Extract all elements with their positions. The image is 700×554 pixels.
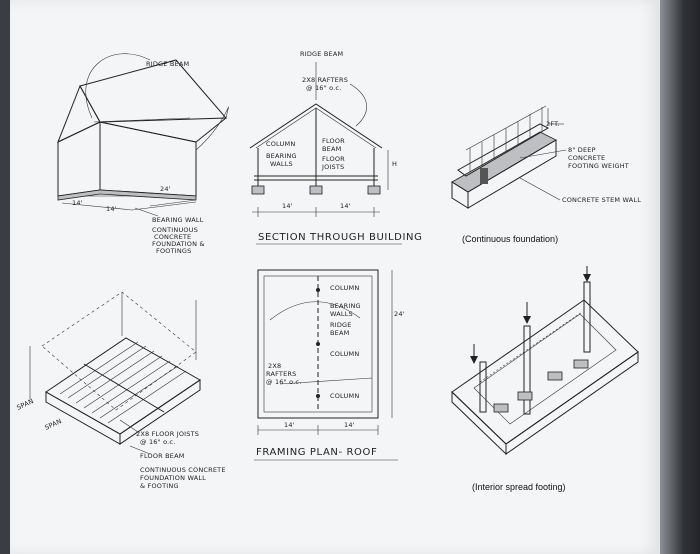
section-floor-joists-label-1: FLOOR xyxy=(322,155,345,163)
section-floor-beam-label-1: FLOOR xyxy=(322,137,345,145)
rebar-detail xyxy=(480,168,488,184)
plan-dim-a: 14' xyxy=(284,421,295,429)
continuous-foundation-drawing: 2FT. 8" DEEP CONCRETE FOOTING WEIGHT CON… xyxy=(451,105,641,244)
section-floor-joists-label-2: JOISTS xyxy=(321,163,344,171)
plan-bearing-walls-label-1: BEARING xyxy=(330,302,361,310)
section-column-label: COLUMN xyxy=(266,140,295,148)
section-rafters-label-2: @ 16" o.c. xyxy=(306,84,341,92)
spread-footing-drawing: (Interior spread footing) xyxy=(451,266,639,492)
section-title: SECTION THROUGH BUILDING xyxy=(258,232,422,243)
spread-caption: (Interior spread footing) xyxy=(472,482,566,492)
floor-framing-drawing: SPAN SPAN 2X8 FLOOR JOISTS @ 16" o.c. FL… xyxy=(15,291,226,490)
floor-foundation-label-1: CONTINUOUS CONCRETE xyxy=(140,466,226,474)
foundation-deep-label-2: CONCRETE xyxy=(568,154,605,162)
house-foundation-label-1: CONTINUOUS xyxy=(152,226,198,234)
house-isometric: RIDGE BEAM 24' 14' 14' BEARING WALL CONT… xyxy=(57,53,229,255)
section-dim-b: 14' xyxy=(340,202,351,210)
house-dim-14a: 14' xyxy=(72,199,83,207)
load-arrows xyxy=(470,266,591,364)
column-posts xyxy=(479,281,591,415)
floor-span-label-b: SPAN xyxy=(43,417,62,432)
house-ridge-beam-label: RIDGE BEAM xyxy=(146,60,189,68)
section-bearing-walls-label-2: WALLS xyxy=(270,160,293,168)
plan-dim-b: 14' xyxy=(344,421,355,429)
floor-joists-label-1: 2X8 FLOOR JOISTS xyxy=(136,430,199,438)
plan-column-label-3: COLUMN xyxy=(330,392,359,400)
floor-foundation-label-2: FOUNDATION WALL xyxy=(140,474,206,482)
plan-ridge-beam-label-2: BEAM xyxy=(330,329,349,337)
house-bearing-wall-label: BEARING WALL xyxy=(152,216,204,224)
foundation-caption: (Continuous foundation) xyxy=(462,234,558,244)
anchor-bolt-row xyxy=(465,105,547,172)
section-ridge-beam-label: RIDGE BEAM xyxy=(300,50,343,58)
foundation-2ft-label: 2FT. xyxy=(546,120,560,128)
section-dim-a: 14' xyxy=(282,202,293,210)
section-floor-beam-label-2: BEAM xyxy=(322,145,341,153)
section-drawing: H 14' 14' RIDGE BEAM 2X8 RAFTERS @ 16" o… xyxy=(249,50,422,245)
foundation-deep-label-3: FOOTING WEIGHT xyxy=(568,162,629,170)
section-rafters-label-1: 2X8 RAFTERS xyxy=(302,76,348,84)
house-dim-14b: 14' xyxy=(106,205,117,213)
house-foundation-label-2: CONCRETE xyxy=(154,233,191,241)
plan-rafters-label-1: 2X8 xyxy=(268,362,281,370)
floor-joists-pattern xyxy=(59,341,187,424)
section-bearing-walls-label-1: BEARING xyxy=(266,152,297,160)
house-dim-24: 24' xyxy=(160,185,171,193)
plan-rafters-label-2: RAFTERS xyxy=(266,370,296,378)
house-foundation-label-4: FOOTINGS xyxy=(156,247,191,255)
floor-span-label-a: SPAN xyxy=(15,397,34,412)
plan-rafters-label-3: @ 16" o.c. xyxy=(266,378,301,386)
foundation-deep-label-1: 8" DEEP xyxy=(568,146,596,154)
plan-title: FRAMING PLAN- ROOF xyxy=(256,447,377,458)
drawing-sheet xyxy=(10,0,660,554)
plan-column-label-1: COLUMN xyxy=(330,284,359,292)
plan-column-label-2: COLUMN xyxy=(330,350,359,358)
floor-beam-label: FLOOR BEAM xyxy=(140,452,185,460)
page-edge-shadow xyxy=(660,0,700,554)
plan-ridge-beam-label-1: RIDGE xyxy=(330,321,352,329)
house-foundation-label-3: FOUNDATION & xyxy=(152,240,205,248)
plan-bearing-walls-label-2: WALLS xyxy=(330,310,353,318)
plan-dim-24: 24' xyxy=(394,310,405,318)
section-h-label: H xyxy=(392,160,397,168)
foundation-stem-wall-label: CONCRETE STEM WALL xyxy=(562,196,641,204)
floor-foundation-label-3: & FOOTING xyxy=(140,482,179,490)
floor-joists-label-2: @ 16" o.c. xyxy=(140,438,175,446)
roof-framing-plan: COLUMN BEARING WALLS RIDGE BEAM COLUMN 2… xyxy=(254,269,405,461)
